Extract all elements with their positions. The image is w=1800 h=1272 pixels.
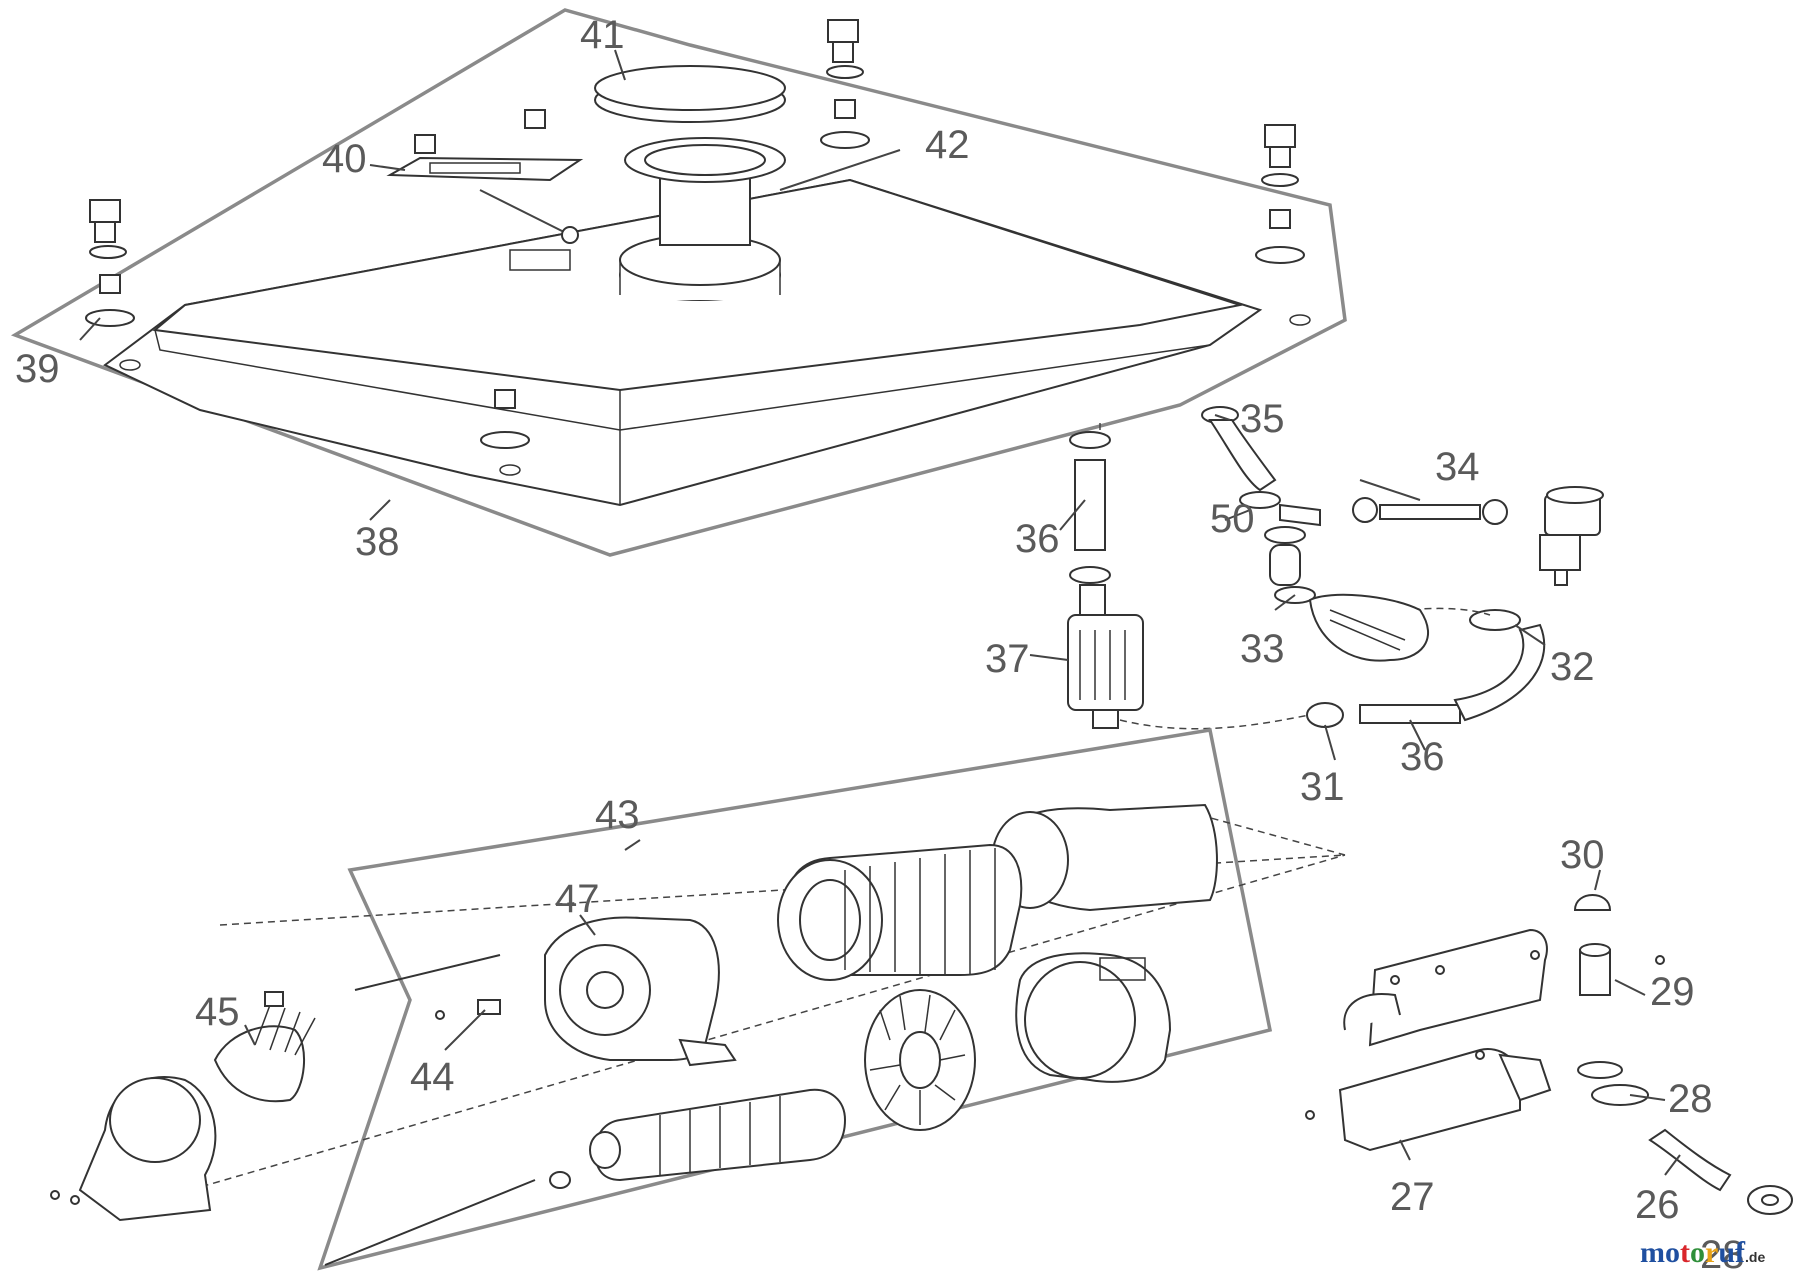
svg-text:motoruf.de: motoruf.de (1640, 1236, 1765, 1269)
label-28: 28 (1668, 1077, 1713, 1121)
muffler-group (1305, 894, 1793, 1215)
muffler-cover (1368, 928, 1548, 1047)
hose-clamp (1306, 702, 1344, 728)
group-outline-tank (10, 8, 1347, 557)
end-cover (213, 1025, 306, 1103)
carburetor-intake (1308, 593, 1430, 662)
muffler (1338, 1048, 1521, 1152)
bolt-set (85, 19, 1305, 449)
label-42: 42 (925, 123, 970, 167)
label-32: 32 (1550, 645, 1595, 689)
alternator-group (189, 727, 1346, 1271)
label-45: 45 (195, 990, 240, 1034)
clamp (477, 999, 501, 1015)
watermark-logo: motoruf.de (1640, 1236, 1765, 1269)
label-36-upper: 36 (1015, 517, 1060, 561)
label-39: 39 (15, 347, 60, 391)
callout-labels: 41 42 40 39 38 35 34 50 36 33 32 37 31 3… (15, 13, 1745, 1272)
fuel-gauge-plate (386, 156, 584, 182)
leader-lines (79, 49, 1681, 1176)
label-38: 38 (355, 520, 400, 564)
spark-arrestor-cap (1573, 894, 1612, 911)
label-31: 31 (1300, 765, 1345, 809)
label-37: 37 (985, 637, 1030, 681)
vent-hose (1379, 504, 1481, 520)
end-cover-group (50, 991, 316, 1222)
label-36-lower: 36 (1400, 735, 1445, 779)
label-28-bottom: 28 (1700, 1233, 1745, 1272)
label-43: 43 (595, 793, 640, 837)
label-26: 26 (1635, 1183, 1680, 1227)
label-29: 29 (1650, 970, 1695, 1014)
label-40: 40 (322, 137, 367, 181)
label-34: 34 (1435, 445, 1480, 489)
fuel-hose (1074, 459, 1106, 551)
label-41: 41 (580, 13, 625, 57)
label-27: 27 (1390, 1175, 1435, 1219)
label-30: 30 (1560, 833, 1605, 877)
fuel-strainer (659, 174, 751, 246)
fuel-line-group (1067, 406, 1604, 730)
label-44: 44 (410, 1055, 455, 1099)
exhaust-pipe (1648, 1128, 1732, 1192)
fuel-tank-group (10, 8, 1347, 557)
label-50: 50 (1210, 497, 1255, 541)
group-outline-alternator (317, 727, 1273, 1271)
label-35: 35 (1240, 397, 1285, 441)
label-33: 33 (1240, 627, 1285, 671)
label-47: 47 (555, 877, 600, 921)
